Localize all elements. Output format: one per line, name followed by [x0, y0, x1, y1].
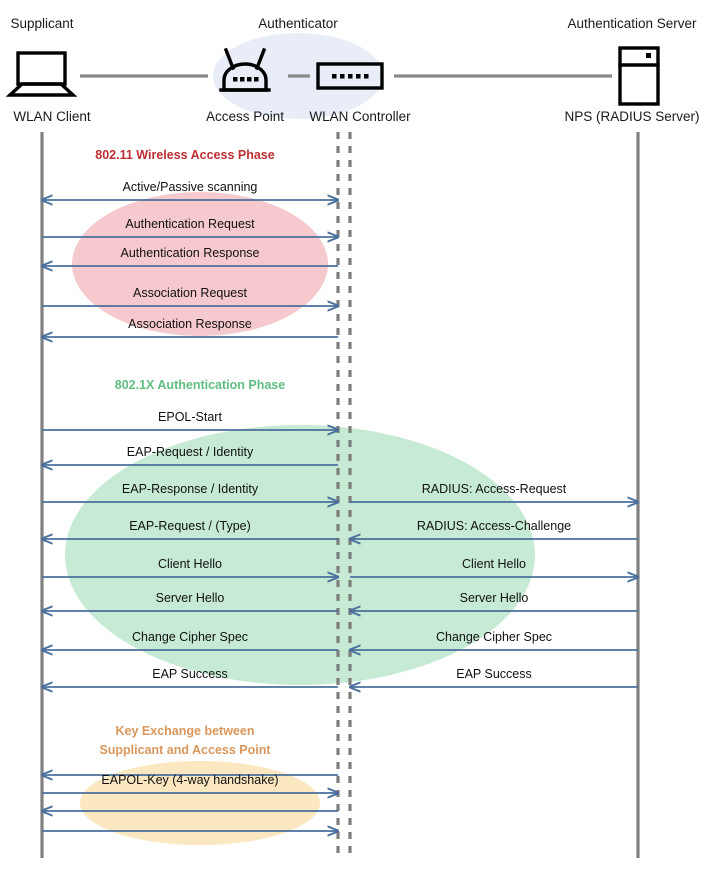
message-label: Association Request	[133, 286, 247, 300]
actor-role-authenticator: Authenticator	[258, 16, 338, 31]
phase-keyexchange-ellipse	[80, 761, 320, 845]
message-left-8: EAP-Request / (Type)	[42, 519, 338, 539]
phase-8021x-label: 802.1X Authentication Phase	[115, 378, 285, 392]
message-left-5: EPOL-Start	[42, 410, 338, 430]
message-left-1: Authentication Request	[42, 217, 338, 237]
phase-8021x-ellipse	[65, 425, 535, 685]
phase-keyexchange-label-line1: Key Exchange between	[116, 724, 255, 738]
message-right-3: Server Hello	[350, 591, 638, 611]
message-left-11: Change Cipher Spec	[42, 630, 338, 650]
message-label: Active/Passive scanning	[123, 180, 258, 194]
message-label: RADIUS: Access-Request	[422, 482, 567, 496]
message-left-9: Client Hello	[42, 557, 338, 577]
actor-device-access-point: Access Point	[206, 109, 284, 124]
wireless-router-icon	[219, 47, 271, 92]
phase-80211-label: 802.11 Wireless Access Phase	[95, 148, 274, 162]
phase-80211-ellipse	[72, 192, 328, 336]
message-label: EAP-Request / (Type)	[129, 519, 251, 533]
message-left-14: EAPOL-Key (4-way handshake)	[42, 773, 338, 793]
message-label: Client Hello	[158, 557, 222, 571]
message-left-7: EAP-Response / Identity	[42, 482, 338, 502]
laptop-icon	[5, 51, 78, 97]
server-rack-icon	[618, 46, 660, 106]
message-left-4: Association Response	[42, 317, 338, 337]
message-label: Server Hello	[156, 591, 225, 605]
message-left-6: EAP-Request / Identity	[42, 445, 338, 465]
message-label: Server Hello	[460, 591, 529, 605]
actor-role-supplicant: Supplicant	[10, 16, 73, 31]
message-left-2: Authentication Response	[42, 246, 338, 266]
message-label: Client Hello	[462, 557, 526, 571]
message-label: EAP Success	[152, 667, 228, 681]
message-left-12: EAP Success	[42, 667, 338, 687]
actor-device-nps-radius-server: NPS (RADIUS Server)	[564, 109, 699, 124]
message-left-0: Active/Passive scanning	[42, 180, 338, 200]
message-label: Change Cipher Spec	[436, 630, 552, 644]
message-label: EAP-Response / Identity	[122, 482, 259, 496]
message-label: EAPOL-Key (4-way handshake)	[101, 773, 278, 787]
message-label: Authentication Response	[121, 246, 260, 260]
phase-label-layer: 802.11 Wireless Access Phase 802.1X Authe…	[95, 148, 285, 757]
message-left-10: Server Hello	[42, 591, 338, 611]
message-right-0: RADIUS: Access-Request	[350, 482, 638, 502]
message-label: Association Response	[128, 317, 252, 331]
message-right-1: RADIUS: Access-Challenge	[350, 519, 638, 539]
network-switch-icon	[316, 62, 384, 90]
message-label: Change Cipher Spec	[132, 630, 248, 644]
message-label: EPOL-Start	[158, 410, 222, 424]
message-right-2: Client Hello	[350, 557, 638, 577]
message-left-3: Association Request	[42, 286, 338, 306]
message-right-5: EAP Success	[350, 667, 638, 687]
actor-device-wlan-client: WLAN Client	[13, 109, 91, 124]
message-right-4: Change Cipher Spec	[350, 630, 638, 650]
message-label: EAP Success	[456, 667, 532, 681]
message-label: Authentication Request	[125, 217, 255, 231]
phase-keyexchange-label-line2: Supplicant and Access Point	[99, 743, 271, 757]
actor-role-authentication-server: Authentication Server	[567, 16, 697, 31]
message-label: EAP-Request / Identity	[127, 445, 254, 459]
actor-device-wlan-controller: WLAN Controller	[309, 109, 411, 124]
message-label: RADIUS: Access-Challenge	[417, 519, 571, 533]
phase-ellipse-layer	[65, 192, 535, 845]
